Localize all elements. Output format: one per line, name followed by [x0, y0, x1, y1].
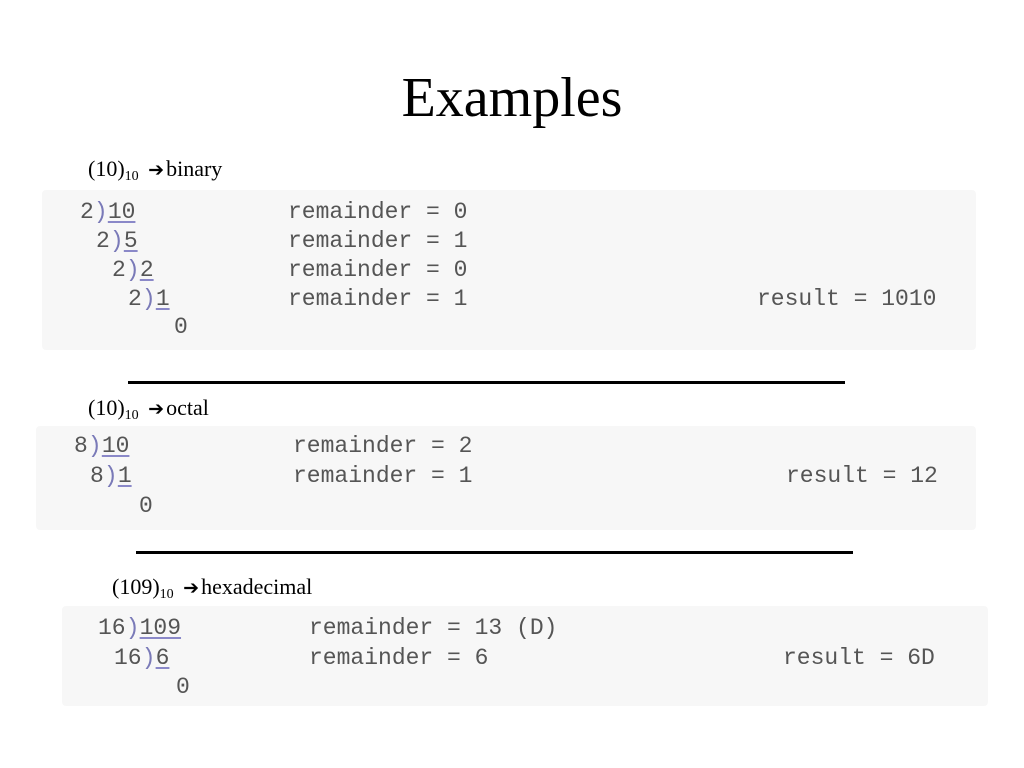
division-row: 16)6 [114, 645, 170, 671]
arrow-right-icon: ➔ [148, 159, 165, 181]
remainder-text: remainder = 6 [309, 645, 489, 671]
division-row: 16)109 [98, 615, 182, 641]
base-subscript: 10 [159, 587, 174, 602]
final-quotient: 0 [139, 493, 153, 519]
remainder-text: remainder = 13 (D) [309, 615, 558, 641]
division-row: 2)5 [96, 228, 138, 254]
binary-division-panel [42, 190, 976, 350]
base-subscript: 10 [124, 169, 139, 184]
division-row: 8)1 [90, 463, 132, 489]
section-divider [136, 551, 853, 554]
section-divider [128, 381, 845, 384]
section-heading-hexadecimal: (109)10 ➔hexadecimal [112, 574, 313, 602]
hexadecimal-division-panel [62, 606, 988, 706]
division-row: 2)2 [112, 257, 154, 283]
result-text: result = 6D [783, 645, 935, 671]
division-row: 8)10 [74, 433, 130, 459]
octal-division-panel [36, 426, 976, 530]
final-quotient: 0 [174, 314, 188, 340]
division-row: 2)10 [80, 199, 136, 225]
section-heading-octal: (10)10 ➔octal [88, 395, 209, 423]
slide-title: Examples [401, 67, 623, 129]
remainder-text: remainder = 2 [293, 433, 473, 459]
base-value: (10) [88, 395, 125, 420]
arrow-right-icon: ➔ [148, 398, 165, 420]
remainder-text: remainder = 0 [288, 257, 468, 283]
base-value: (10) [88, 156, 125, 181]
remainder-text: remainder = 1 [288, 228, 468, 254]
arrow-right-icon: ➔ [183, 577, 200, 599]
result-text: result = 12 [786, 463, 938, 489]
section-heading-binary: (10)10 ➔binary [88, 156, 223, 184]
result-text: result = 1010 [757, 286, 937, 312]
base-subscript: 10 [124, 408, 139, 423]
final-quotient: 0 [176, 674, 190, 700]
base-value: (109) [112, 574, 160, 599]
remainder-text: remainder = 0 [288, 199, 468, 225]
target-base: hexadecimal [201, 574, 313, 599]
target-base: binary [166, 156, 223, 181]
remainder-text: remainder = 1 [293, 463, 473, 489]
target-base: octal [166, 395, 209, 420]
remainder-text: remainder = 1 [288, 286, 468, 312]
division-row: 2)1 [128, 286, 170, 312]
